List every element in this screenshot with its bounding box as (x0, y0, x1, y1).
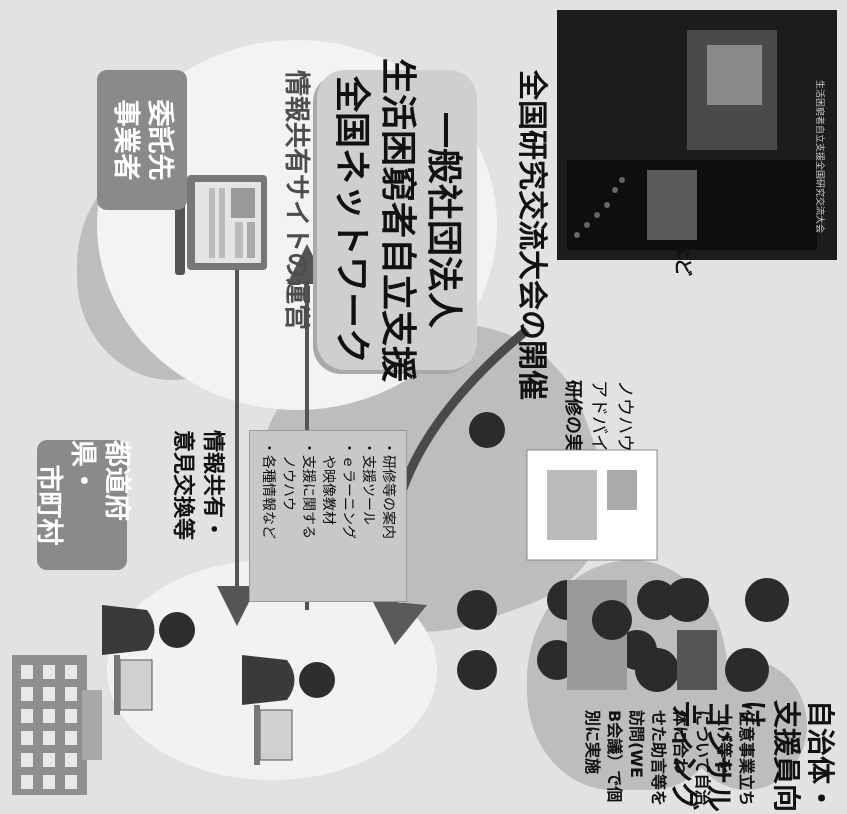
info-share-label: 情報共有・ 意見交換等 (167, 430, 227, 540)
consulting-desc-4: B会議）で個別に実施 (583, 710, 624, 803)
conference-photo: 生活困窮者自立支援全国研究交流大会 (557, 10, 837, 260)
resource-list: ・研修等の案内 ・支援ツール ・ｅラーニング や映像教材 ・支援に関する ノウハ… (249, 430, 407, 602)
resource-item-3: ・ｅラーニング (340, 441, 356, 539)
prefecture-tag-line-1: 都道府県・ (66, 440, 132, 521)
training-illustration (457, 412, 677, 690)
resource-item-7: ・各種情報など (260, 441, 276, 539)
resource-item-1: ・研修等の案内 (380, 441, 396, 539)
municipal-staff-1 (102, 605, 195, 715)
contractor-tag-line-1: 委託先 (143, 99, 175, 181)
prefecture-tag-line-2: 市町村 (33, 464, 65, 546)
info-site-laptop-icon (175, 170, 267, 275)
org-line-3: 全国ネットワーク (331, 75, 372, 364)
consulting-desc-1: 任意事業立ち上げ等を (715, 710, 756, 807)
consulting-desc-3: せた助言等を訪問(WE (627, 710, 668, 807)
site-operation-label: 情報共有サイトの運営 (281, 70, 311, 331)
municipal-staff-2 (242, 655, 335, 765)
info-share-line-1: 情報共有・ (200, 430, 225, 541)
resource-item-2: ・支援ツール (360, 441, 376, 525)
info-share-line-2: 意見交換等 (170, 430, 195, 541)
network-organization-box: 一般社団法人 生活困窮者自立支援 全国ネットワーク (317, 58, 477, 382)
contractor-tag: 委託先 事業者 (97, 70, 187, 210)
photo-banner: 生活困窮者自立支援全国研究交流大会 (814, 80, 826, 233)
org-line-1: 一般社団法人 (423, 111, 464, 328)
resource-item-5: ・支援に関する (300, 441, 316, 539)
contractor-tag-line-2: 事業者 (110, 99, 141, 181)
consultation-illustration (592, 578, 789, 692)
national-meeting-label: 全国研究交流大会の開催 (514, 70, 549, 400)
resource-item-4: や映像教材 (320, 441, 336, 525)
city-hall-building (12, 655, 102, 795)
consulting-description: 任意事業立ち上げ等を について自治体に合わ せた助言等を訪問(WE B会議）で個… (581, 710, 757, 814)
org-line-2: 生活困窮者自立支援 (377, 58, 418, 383)
resource-item-6: ノウハウ (280, 441, 296, 511)
etc-label: など (672, 240, 693, 276)
consulting-desc-2: について自治体に合わ (671, 710, 712, 806)
prefecture-tag: 都道府県・ 市町村 (33, 440, 132, 570)
